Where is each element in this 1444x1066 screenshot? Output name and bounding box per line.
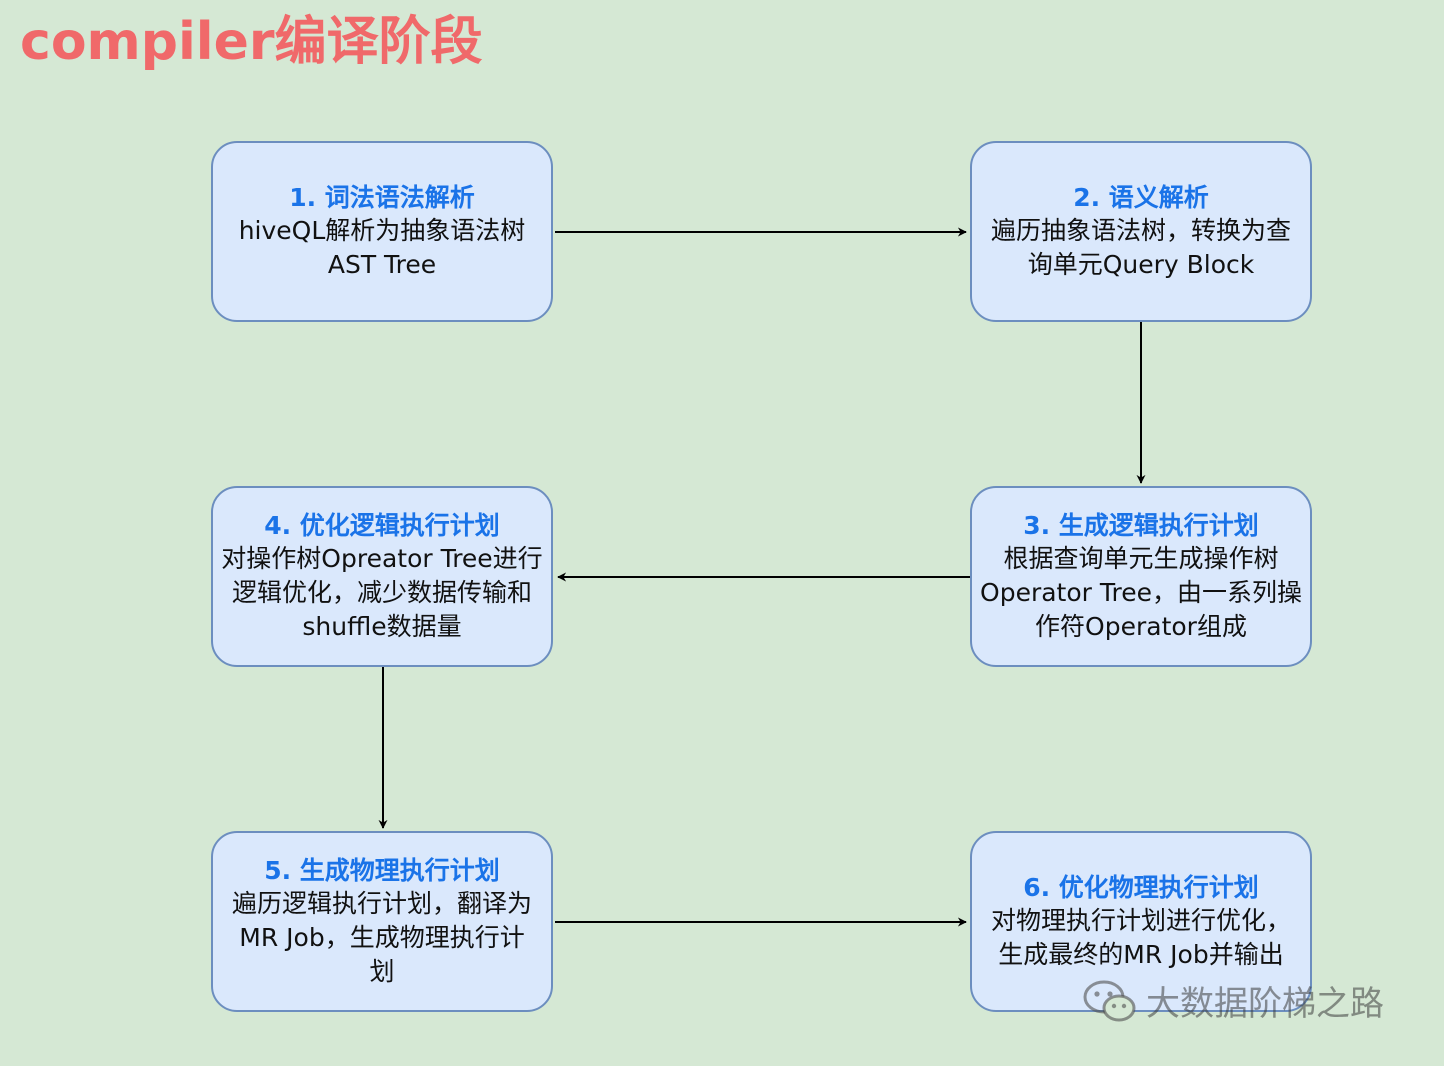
wechat-icon [1083,980,1136,1021]
step-box-4: 4. 优化逻辑执行计划 对操作树Opreator Tree进行 逻辑优化，减少数… [211,486,553,667]
step-heading: 6. 优化物理执行计划 [1023,873,1259,902]
step-heading: 1. 词法语法解析 [289,183,475,212]
watermark: 大数据阶梯之路 [1082,976,1384,1025]
step-heading: 2. 语义解析 [1073,183,1209,212]
step-heading: 4. 优化逻辑执行计划 [264,511,500,540]
step-description: 遍历逻辑执行计划，翻译为 MR Job，生成物理执行计 划 [231,889,532,986]
step-box-6: 6. 优化物理执行计划 对物理执行计划进行优化， 生成最终的MR Job并输出 [970,831,1312,1012]
step-heading: 3. 生成逻辑执行计划 [1023,511,1259,540]
step-box-1: 1. 词法语法解析 hiveQL解析为抽象语法树 AST Tree [211,141,553,322]
step-description: 遍历抽象语法树，转换为查 询单元Query Block [990,216,1291,279]
page-title: compiler编译阶段 [20,12,483,72]
step-description: 对操作树Opreator Tree进行 逻辑优化，减少数据传输和 shuffle… [221,544,543,641]
step-heading: 5. 生成物理执行计划 [264,856,500,885]
step-description: 对物理执行计划进行优化， 生成最终的MR Job并输出 [990,906,1291,969]
step-box-2: 2. 语义解析 遍历抽象语法树，转换为查 询单元Query Block [970,141,1312,322]
watermark-text: 大数据阶梯之路 [1146,984,1384,1024]
step-box-3: 3. 生成逻辑执行计划 根据查询单元生成操作树 Operator Tree，由一… [970,486,1312,667]
step-description: hiveQL解析为抽象语法树 AST Tree [238,216,526,279]
step-description: 根据查询单元生成操作树 Operator Tree，由一系列操 作符Operat… [980,544,1302,641]
step-box-5: 5. 生成物理执行计划 遍历逻辑执行计划，翻译为 MR Job，生成物理执行计 … [211,831,553,1012]
